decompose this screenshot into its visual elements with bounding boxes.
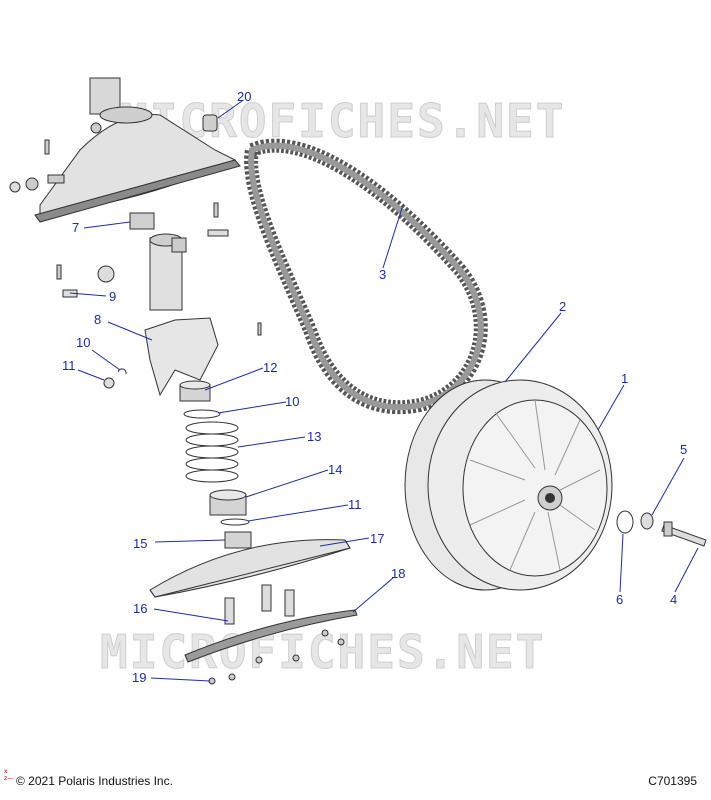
callout-16: 16 bbox=[133, 601, 147, 616]
copyright-text: © 2021 Polaris Industries Inc. bbox=[16, 774, 173, 788]
callout-8: 8 bbox=[94, 312, 101, 327]
callout-5: 5 bbox=[680, 442, 687, 457]
leader-lines bbox=[69, 100, 699, 682]
callout-15: 15 bbox=[133, 536, 147, 551]
bushing-part-15 bbox=[224, 531, 252, 549]
washer-clip-left bbox=[103, 368, 127, 389]
callout-14: 14 bbox=[328, 462, 342, 477]
callout-19: 19 bbox=[132, 670, 146, 685]
drive-belt bbox=[244, 138, 488, 415]
callout-3: 3 bbox=[379, 267, 386, 282]
bushing-part-7 bbox=[129, 212, 155, 230]
callout-11-right: 11 bbox=[348, 497, 362, 512]
cup-part-14 bbox=[209, 489, 247, 516]
callout-4: 4 bbox=[670, 592, 677, 607]
gasket-part-18 bbox=[184, 609, 358, 663]
sheave-plate-part-17 bbox=[149, 539, 351, 598]
callout-9: 9 bbox=[109, 289, 116, 304]
callout-6: 6 bbox=[616, 592, 623, 607]
washer-part-6 bbox=[616, 510, 634, 534]
callout-10-left: 10 bbox=[76, 335, 90, 350]
callout-7: 7 bbox=[72, 220, 79, 235]
bushing-part-12 bbox=[179, 380, 211, 402]
callout-17: 17 bbox=[370, 531, 384, 546]
callout-11-left: 11 bbox=[62, 358, 76, 373]
bolt-part-4 bbox=[661, 521, 707, 547]
small-hardware-top-left bbox=[9, 122, 102, 193]
washer-part-5 bbox=[640, 512, 654, 530]
callout-12: 12 bbox=[263, 360, 277, 375]
spring-part-13 bbox=[185, 421, 239, 483]
bolts-part-16 bbox=[224, 584, 295, 625]
clutch-cover-assembly bbox=[34, 77, 241, 223]
callout-13: 13 bbox=[307, 429, 321, 444]
bushing-part-20 bbox=[202, 114, 218, 132]
callout-1: 1 bbox=[621, 371, 628, 386]
callout-10-right: 10 bbox=[285, 394, 299, 409]
callout-2: 2 bbox=[559, 299, 566, 314]
callout-numbers: 20 7 9 8 10 11 12 10 13 14 11 15 17 16 1… bbox=[62, 89, 687, 685]
callout-18: 18 bbox=[391, 566, 405, 581]
secondary-clutch-sheave bbox=[404, 379, 613, 591]
screws-part-19 bbox=[208, 629, 345, 685]
ring-part-10 bbox=[183, 409, 221, 419]
spider-part-8 bbox=[144, 317, 262, 397]
diagram-code: C701395 bbox=[648, 774, 697, 788]
callout-20: 20 bbox=[237, 89, 251, 104]
shaft-assembly bbox=[56, 202, 229, 311]
ring-part-11 bbox=[220, 518, 250, 526]
